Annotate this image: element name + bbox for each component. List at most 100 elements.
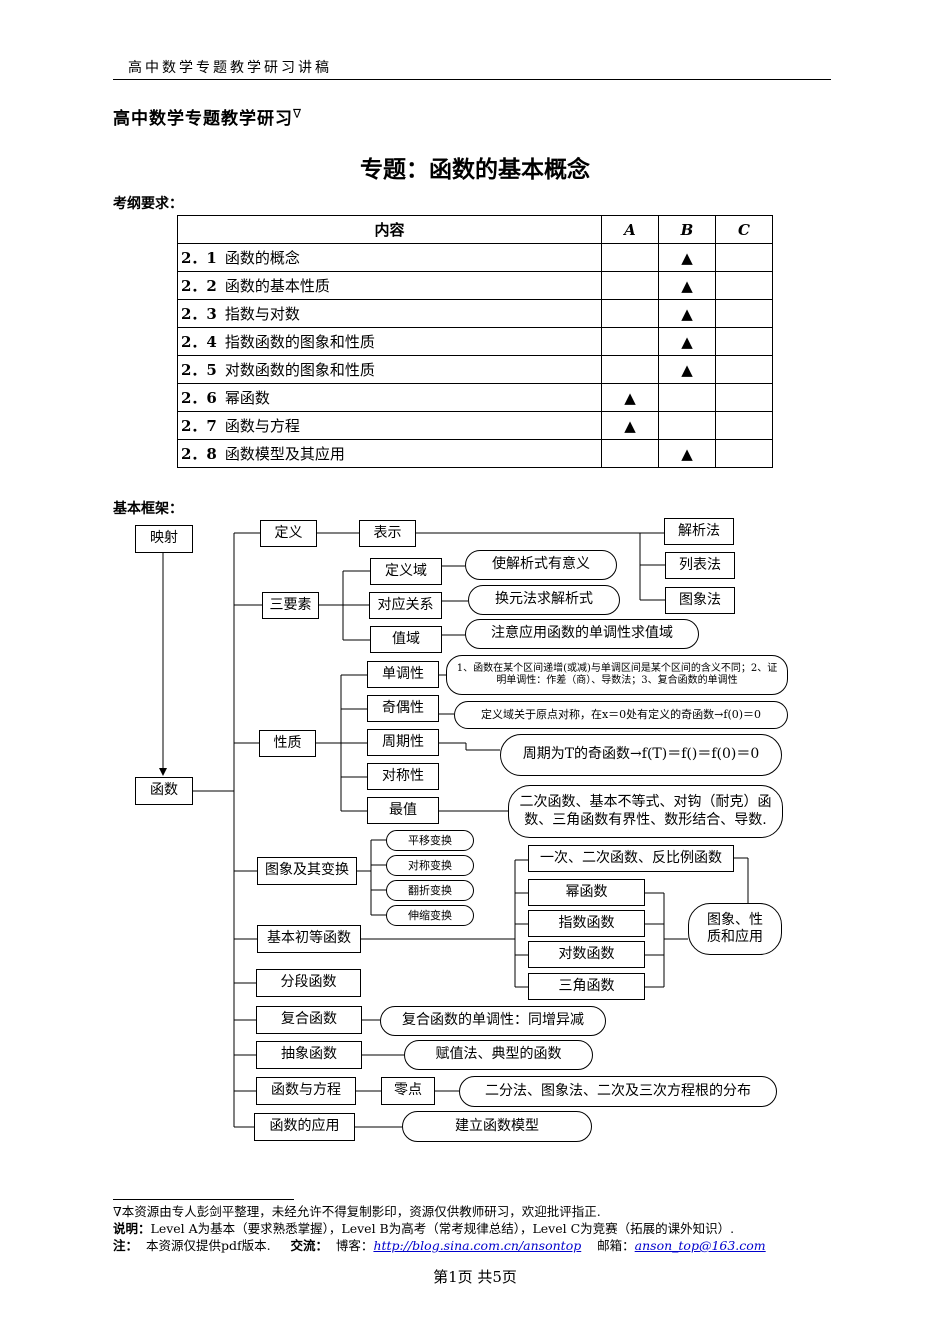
cell-a — [601, 243, 659, 272]
framework-heading: 基本框架： — [113, 501, 183, 517]
blog-label: 博客： — [335, 1238, 374, 1253]
node-scaling: 伸缩变换 — [386, 905, 474, 926]
note-correspondence: 换元法求解析式 — [468, 585, 620, 615]
row-number: 2．3 — [181, 305, 217, 323]
running-header: 高中数学专题教学研习讲稿 — [128, 60, 332, 76]
row-text: 指数与对数 — [224, 305, 300, 323]
node-properties: 性质 — [259, 730, 316, 757]
cell-b: ▲ — [658, 243, 716, 272]
node-representation: 表示 — [359, 520, 416, 547]
row-item: 2．6 幂函数 — [177, 383, 602, 412]
node-translation: 平移变换 — [386, 830, 474, 851]
note-zero: 二分法、图象法、二次及三次方程根的分布 — [459, 1076, 777, 1107]
node-mapping: 映射 — [135, 525, 193, 553]
node-graph-transform: 图象及其变换 — [257, 857, 357, 885]
node-range: 值域 — [370, 626, 442, 653]
cell-c — [715, 299, 773, 328]
node-monotonicity: 单调性 — [367, 661, 439, 688]
mail-link[interactable]: anson_top@163.com — [634, 1238, 766, 1253]
note-range: 注意应用函数的单调性求值域 — [465, 619, 699, 649]
node-logarithmic: 对数函数 — [528, 941, 645, 968]
note-composite: 复合函数的单调性：同增异减 — [380, 1006, 606, 1036]
cell-a — [601, 439, 659, 468]
node-graph-method: 图象法 — [665, 587, 735, 614]
node-zero: 零点 — [381, 1077, 435, 1105]
title-footnote-mark: ∇ — [293, 106, 303, 121]
row-item: 2．5 对数函数的图象和性质 — [177, 355, 602, 384]
node-table-method: 列表法 — [665, 552, 735, 579]
node-exponential: 指数函数 — [528, 910, 645, 937]
row-text: 函数模型及其应用 — [224, 445, 345, 463]
row-text: 对数函数的图象和性质 — [224, 361, 375, 379]
note-application: 建立函数模型 — [402, 1111, 592, 1142]
node-folding: 翻折变换 — [386, 880, 474, 901]
node-three-elements: 三要素 — [262, 592, 319, 619]
legend-text: Level A为基本（要求熟悉掌握），Level B为高考（常考规律总结），Le… — [150, 1221, 735, 1236]
row-number: 2．6 — [181, 389, 217, 407]
row-item: 2．2 函数的基本性质 — [177, 271, 602, 300]
row-number: 2．4 — [181, 333, 217, 351]
row-number: 2．7 — [181, 417, 217, 435]
row-item: 2．7 函数与方程 — [177, 411, 602, 440]
row-text: 函数与方程 — [224, 417, 300, 435]
legend-label: 说明： — [113, 1221, 151, 1236]
table-row: 2．3 指数与对数 ▲ — [177, 299, 773, 328]
row-item: 2．3 指数与对数 — [177, 299, 602, 328]
node-function: 函数 — [135, 777, 193, 805]
contact-label: 交流： — [290, 1238, 328, 1253]
node-periodicity: 周期性 — [367, 729, 439, 756]
node-piecewise: 分段函数 — [256, 969, 361, 997]
node-linear-quadratic: 一次、二次函数、反比例函数 — [528, 845, 734, 872]
mail-label: 邮箱： — [597, 1238, 635, 1253]
node-definition: 定义 — [260, 520, 317, 547]
node-reflection: 对称变换 — [386, 855, 474, 876]
cell-c — [715, 439, 773, 468]
node-extremum: 最值 — [367, 797, 439, 824]
cell-c — [715, 327, 773, 356]
row-text: 函数的基本性质 — [224, 277, 330, 295]
cell-c — [715, 411, 773, 440]
note-abstract: 赋值法、典型的函数 — [404, 1040, 593, 1070]
cell-a — [601, 299, 659, 328]
node-power: 幂函数 — [528, 879, 645, 906]
node-symmetry: 对称性 — [367, 763, 439, 790]
cell-b: ▲ — [658, 439, 716, 468]
row-text: 函数的概念 — [224, 249, 300, 267]
note-text: 本资源仅提供pdf版本. — [145, 1238, 271, 1253]
footnote-legend: 说明：Level A为基本（要求熟悉掌握），Level B为高考（常考规律总结）… — [113, 1221, 734, 1238]
row-text: 幂函数 — [224, 389, 270, 407]
row-number: 2．2 — [181, 277, 217, 295]
cell-b: ▲ — [658, 271, 716, 300]
requirements-heading: 考纲要求： — [113, 196, 183, 212]
cell-b: ▲ — [658, 299, 716, 328]
document-title-text: 高中数学专题教学研习 — [113, 109, 293, 129]
node-parity: 奇偶性 — [367, 695, 439, 722]
note-elementary: 图象、性质和应用 — [688, 903, 782, 955]
note-periodicity: 周期为T的奇函数→f(T)＝f()＝f(0)＝0 — [500, 734, 782, 776]
node-equation: 函数与方程 — [256, 1077, 356, 1105]
header-rule — [113, 79, 831, 80]
node-application: 函数的应用 — [254, 1113, 355, 1141]
table-header-row: 内容 A B C — [177, 215, 773, 244]
cell-b: ▲ — [658, 327, 716, 356]
node-domain: 定义域 — [370, 558, 442, 585]
table-row: 2．2 函数的基本性质 ▲ — [177, 271, 773, 300]
cell-c — [715, 271, 773, 300]
note-parity: 定义域关于原点对称，在x＝0处有定义的奇函数→f(0)＝0 — [454, 701, 788, 729]
cell-a — [601, 327, 659, 356]
note-extremum: 二次函数、基本不等式、对钩（耐克）函数、三角函数有界性、数形结合、导数. — [508, 785, 783, 838]
topic-title: 专题：函数的基本概念 — [360, 157, 590, 183]
blog-link[interactable]: http://blog.sina.com.cn/ansontop — [373, 1238, 582, 1253]
footnote-rule — [113, 1199, 294, 1200]
note-label: 注： — [113, 1238, 139, 1253]
row-number: 2．5 — [181, 361, 217, 379]
document-title: 高中数学专题教学研习∇ — [113, 104, 302, 129]
node-correspondence: 对应关系 — [369, 592, 442, 619]
